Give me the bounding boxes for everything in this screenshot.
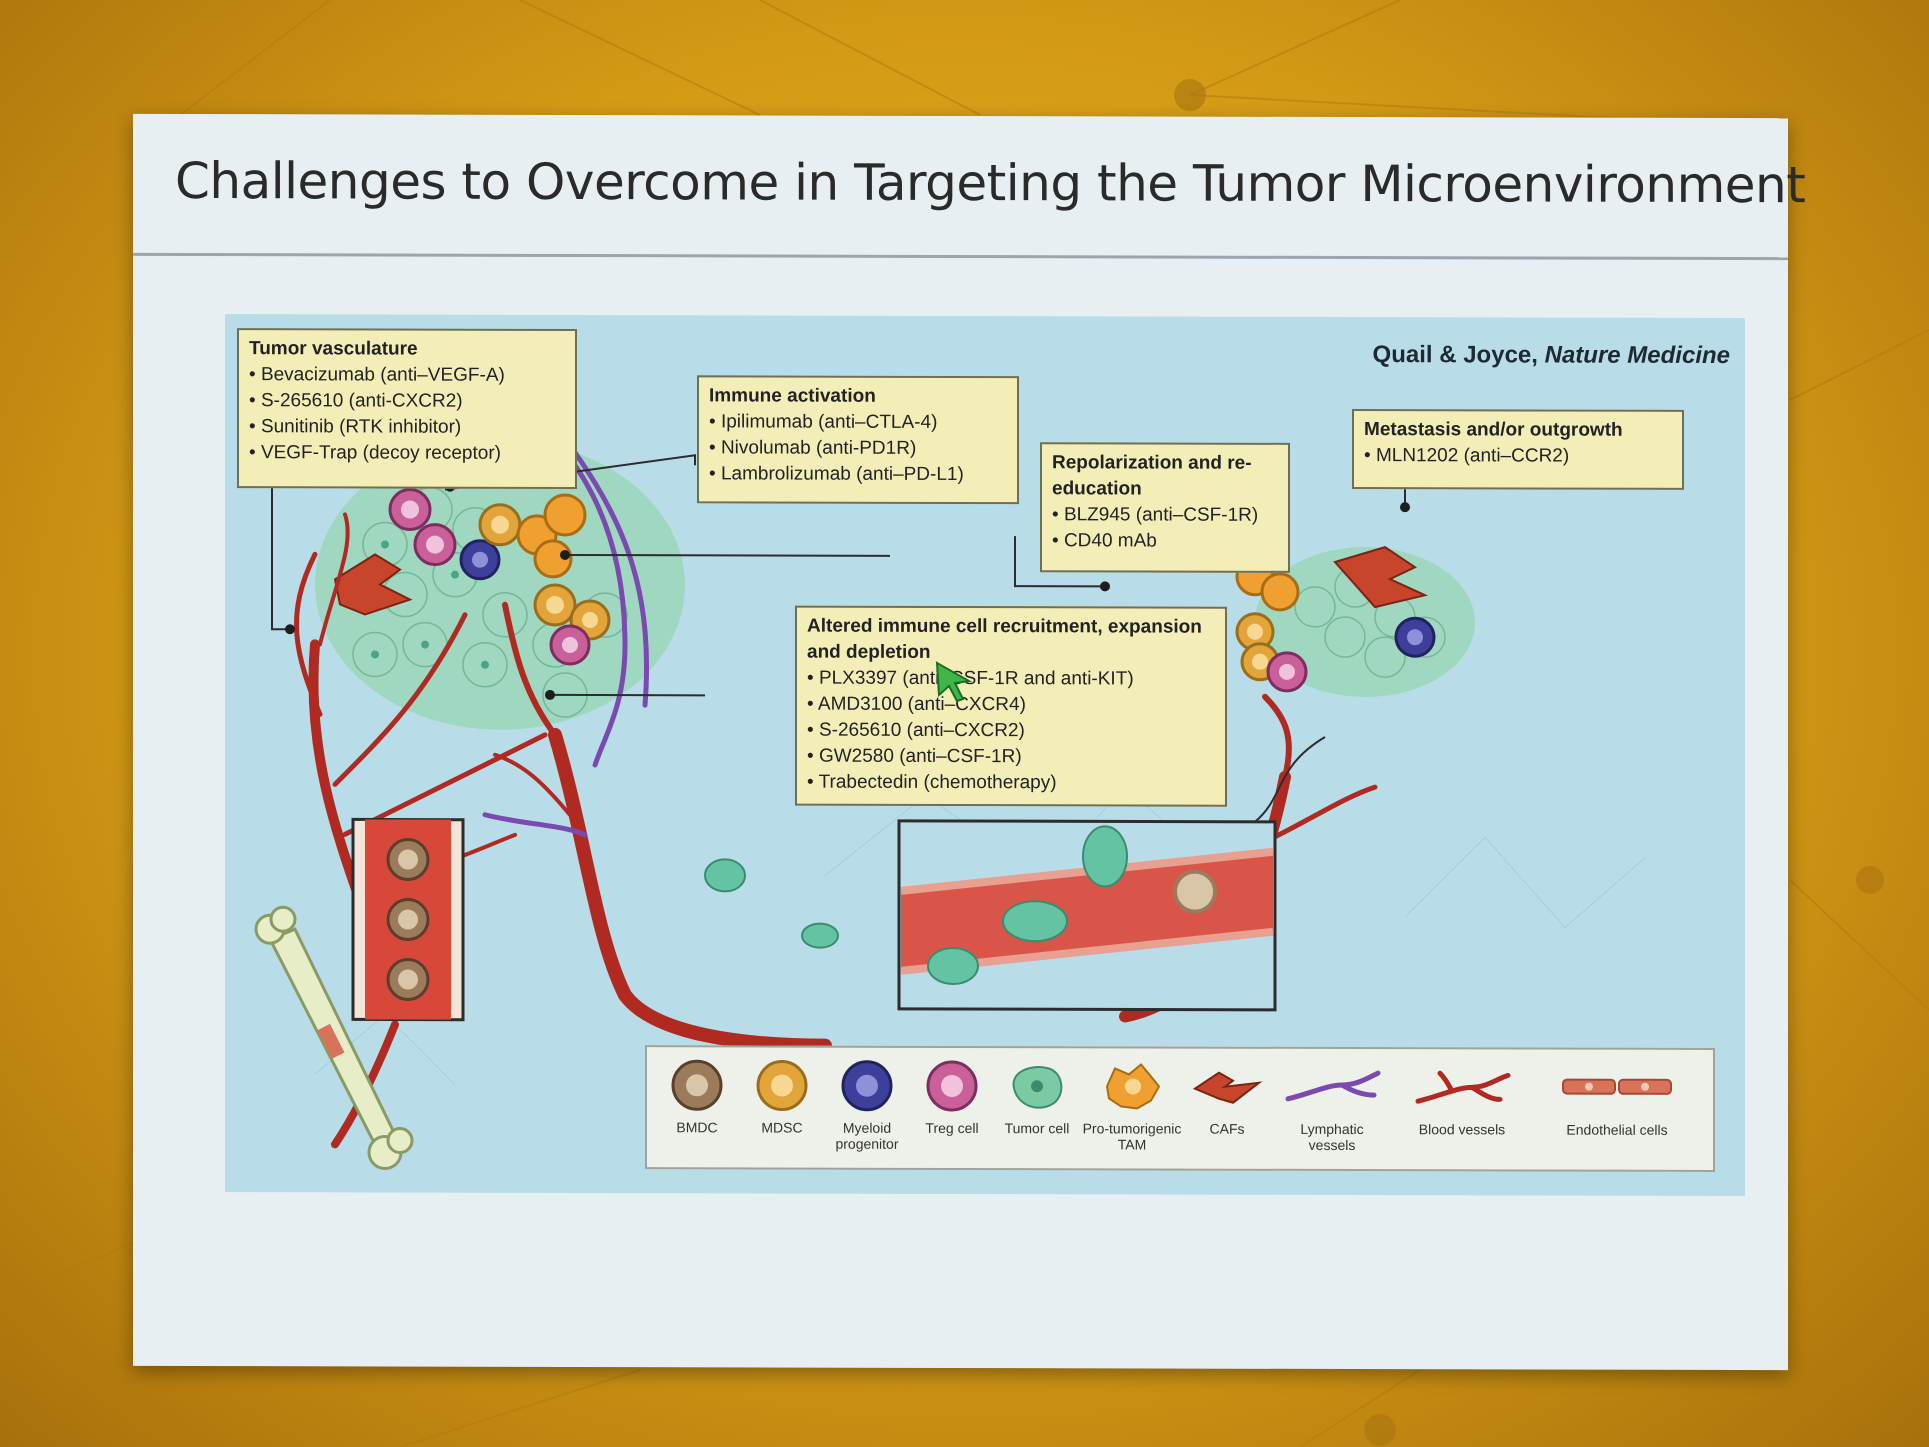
drug-item: GW2580 (anti–CSF-1R) [807,744,1215,771]
drug-item: S-265610 (anti-CXCR2) [249,388,565,415]
drug-item: MLN1202 (anti–CCR2) [1364,443,1672,470]
legend-label: Blood vessels [1418,1121,1506,1138]
caf-left [333,553,413,616]
legend-item-mdsc: MDSC [737,1057,827,1136]
box-heading: Metastasis and/or outgrowth [1364,419,1623,441]
legend-item-cafs: CAFs [1182,1059,1272,1137]
legend-item-treg: Treg cell [907,1058,997,1136]
mdsc-cell-icon [756,1060,808,1112]
drug-item: Sunitinib (RTK inhibitor) [249,414,565,441]
citation-journal: Nature Medicine [1544,341,1730,370]
mouse-cursor-icon [935,661,973,703]
drug-item: AMD3100 (anti–CXCR4) [807,692,1215,719]
title-divider [133,252,1788,261]
box-altered-recruitment: Altered immune cell recruitment, expansi… [795,605,1227,807]
tam-icon [1105,1063,1161,1110]
drug-item: BLZ945 (anti–CSF-1R) [1052,502,1278,529]
metastatic-tumor [1235,546,1475,698]
myeloid-progenitor-icon [841,1060,893,1112]
drug-item: PLX3397 (anti–CSF-1R and anti-KIT) [807,666,1215,693]
drug-item: Nivolumab (anti-PD1R) [709,435,1007,462]
legend-label: CAFs [1209,1120,1245,1137]
bmdc-cell-icon [671,1059,723,1111]
box-tumor-vasculature: Tumor vasculature Bevacizumab (anti–VEGF… [237,328,577,489]
legend-item-bmdc: BMDC [652,1057,742,1135]
box-metastasis: Metastasis and/or outgrowth MLN1202 (ant… [1352,409,1684,490]
legend-label: Treg cell [925,1119,979,1137]
legend-label: Myeloid progenitor [835,1119,899,1152]
drug-item: Trabectedin (chemotherapy) [807,770,1215,797]
drug-item: Ipilimumab (anti–CTLA-4) [709,409,1007,436]
legend-label: MDSC [761,1119,803,1136]
legend-item-blood-vessels: Blood vessels [1407,1059,1517,1137]
presentation-slide: Challenges to Overcome in Targeting the … [133,113,1806,1371]
figure-illustration [254,402,1646,1170]
primary-tumor-immune-cells [388,488,611,666]
citation-authors: Quail & Joyce, [1372,341,1538,369]
figure-legend: BMDC MDSC Myeloid progenitor Treg cell T… [645,1045,1715,1172]
box-immune-activation: Immune activation Ipilimumab (anti–CTLA-… [697,375,1019,505]
blood-vessel-icon [1415,1070,1511,1104]
drug-item: CD40 mAb [1052,528,1278,555]
tumor-microenvironment-figure: Quail & Joyce, Nature Medicine Tumor vas… [225,314,1745,1197]
vessel-inset [704,736,1326,1012]
box-heading: Altered immune cell recruitment, expansi… [807,615,1202,663]
lymphatic-vessel-icon [1285,1070,1381,1102]
legend-label: BMDC [676,1119,718,1136]
legend-item-tam: Pro-tumorigenic TAM [1077,1058,1187,1152]
endothelial-cell-icon [1562,1078,1672,1095]
legend-item-myeloid-progenitor: Myeloid progenitor [822,1058,912,1152]
legend-label: Tumor cell [1004,1120,1070,1137]
box-heading: Repolarization and re-education [1052,452,1252,500]
treg-cell-icon [926,1060,978,1112]
drug-item: S-265610 (anti–CXCR2) [807,718,1215,745]
figure-citation: Quail & Joyce, Nature Medicine [1270,341,1730,370]
drug-item: Lambrolizumab (anti–PD-L1) [709,461,1007,488]
drug-item: Bevacizumab (anti–VEGF-A) [249,362,565,389]
slide-title: Challenges to Overcome in Targeting the … [175,151,1806,215]
caf-icon [1192,1071,1263,1104]
bone-marrow-inset [351,817,465,1022]
legend-label: Endothelial cells [1566,1121,1668,1138]
legend-label: Pro-tumorigenic TAM [1082,1120,1182,1153]
tumor-cell-icon [1012,1066,1063,1109]
legend-item-endothelial: Endothelial cells [1552,1060,1682,1138]
box-heading: Tumor vasculature [249,338,418,360]
legend-item-lymphatic: Lymphatic vessels [1277,1059,1387,1153]
box-heading: Immune activation [709,385,876,407]
legend-item-tumor-cell: Tumor cell [992,1058,1082,1136]
drug-item: VEGF-Trap (decoy receptor) [249,440,565,467]
legend-label: Lymphatic vessels [1300,1120,1364,1154]
box-repolarization: Repolarization and re-education BLZ945 (… [1040,442,1290,573]
